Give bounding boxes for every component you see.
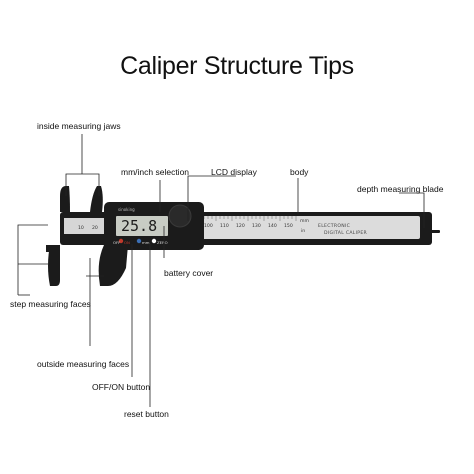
lcd-reading: 25.8 bbox=[121, 217, 157, 235]
jaw-scale bbox=[64, 218, 104, 234]
label-off-on-button: OFF/ON button bbox=[92, 382, 151, 392]
brand-text: sinoking bbox=[118, 207, 135, 212]
unit-in-mark: in bbox=[301, 228, 305, 234]
label-inside-measuring-jaws: inside measuring jaws bbox=[37, 121, 121, 131]
btn-label-mm: mm bbox=[142, 240, 150, 245]
main-scale bbox=[196, 216, 420, 239]
lcd-display bbox=[116, 216, 168, 236]
inside-jaw-sliding bbox=[90, 186, 103, 212]
label-depth-measuring-blade: depth measuring blade bbox=[357, 184, 444, 194]
body-text-digital-caliper: DIGITAL CALIPER bbox=[324, 230, 368, 236]
label-lcd-display: LCD display bbox=[211, 167, 257, 177]
scale-number: 150 bbox=[284, 223, 293, 229]
off-on-button[interactable] bbox=[118, 238, 124, 244]
label-outside-measuring-faces: outside measuring faces bbox=[37, 359, 130, 369]
body-text-electronic: ELECTRONIC bbox=[318, 223, 350, 229]
scale-number: 130 bbox=[252, 223, 261, 229]
label-reset-button: reset button bbox=[124, 409, 169, 419]
scale-number: 120 bbox=[236, 223, 245, 229]
label-mm-inch-selection: mm/inch selection bbox=[121, 167, 190, 177]
leader-lines bbox=[17, 134, 425, 407]
inside-jaw-fixed bbox=[60, 186, 70, 212]
battery-cover bbox=[168, 204, 192, 228]
jaw-scale-number: 20 bbox=[92, 225, 98, 231]
outside-jaw-sliding bbox=[98, 245, 128, 286]
label-battery-cover: battery cover bbox=[164, 268, 214, 278]
label-body: body bbox=[290, 167, 309, 177]
label-step-measuring-faces: step measuring faces bbox=[10, 299, 91, 309]
jaw-scale-number: 10 bbox=[78, 225, 84, 231]
zero-button[interactable] bbox=[151, 238, 157, 244]
btn-label-on: ON bbox=[124, 240, 130, 245]
scale-ticks bbox=[199, 216, 297, 221]
scale-number: 110 bbox=[220, 223, 229, 229]
diagram-title: Caliper Structure Tips bbox=[120, 52, 354, 80]
btn-label-zero: ZERO bbox=[157, 240, 168, 245]
unit-mm-mark: mm bbox=[300, 219, 309, 224]
scale-number: 100 bbox=[204, 223, 213, 229]
step-face-block bbox=[46, 245, 56, 252]
scale-number: 140 bbox=[268, 223, 277, 229]
btn-label-off: OFF bbox=[113, 240, 120, 245]
outside-jaw-fixed bbox=[48, 245, 60, 286]
mm-inch-button[interactable] bbox=[136, 238, 142, 244]
